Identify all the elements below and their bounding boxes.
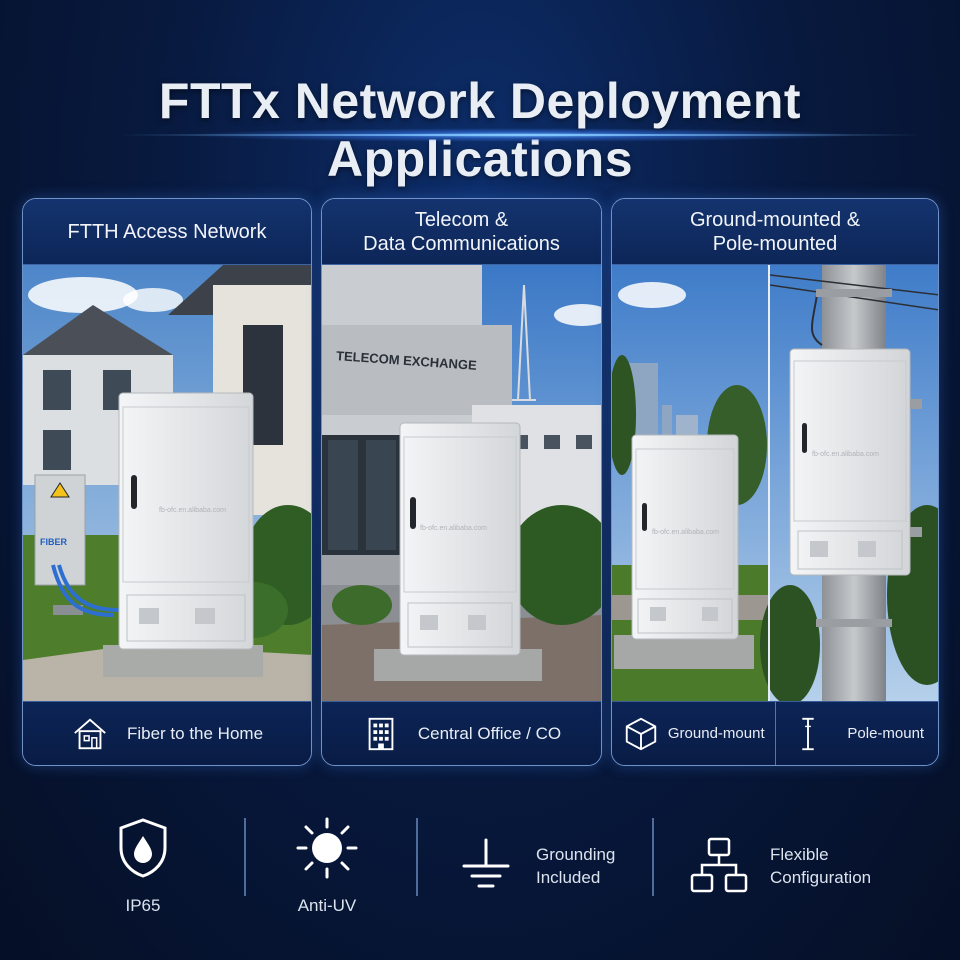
- panel-telecom: Telecom & Data Communications: [321, 198, 602, 766]
- feature-label: IP65: [125, 896, 161, 915]
- pole-icon: [802, 717, 815, 750]
- panel-footer: Ground-mount Pole-mount: [612, 701, 938, 765]
- panel-heading: FTTH Access Network: [23, 199, 311, 265]
- watermark: fb-ofc.en.alibaba.com: [420, 525, 487, 532]
- feature-divider: [416, 818, 418, 896]
- watermark: fb-ofc.en.alibaba.com: [159, 507, 226, 514]
- house-icon: [74, 717, 106, 749]
- title-underline: [120, 134, 920, 136]
- panel-heading: Ground-mounted & Pole-mounted: [612, 199, 938, 265]
- footer-ground-mount: Ground-mount: [612, 702, 775, 765]
- panel-mounting: Ground-mounted & Pole-mounted: [611, 198, 939, 766]
- feature-flexible-config: Flexible Configuration: [688, 816, 888, 916]
- footer-label: Fiber to the Home: [126, 723, 264, 743]
- footer-pole-mount: Pole-mount: [776, 702, 939, 765]
- panel-ftth: FTTH Access Network: [22, 198, 312, 766]
- feature-divider: [652, 818, 654, 896]
- network-blocks-icon: [690, 837, 748, 893]
- watermark-ground: fb-ofc.en.alibaba.com: [652, 529, 719, 536]
- feature-divider: [244, 818, 246, 896]
- building-icon: [368, 717, 394, 750]
- cube-icon: [625, 717, 657, 750]
- feature-grounding: Grounding Included: [460, 816, 640, 916]
- feature-label: Anti-UV: [297, 896, 357, 915]
- panel-footer: Fiber to the Home: [23, 701, 311, 765]
- footer-label-pole: Pole-mount: [847, 725, 925, 742]
- feature-anti-uv: Anti-UV: [287, 816, 367, 916]
- water-shield-icon: [119, 818, 167, 878]
- ftth-scene-image: FIBER fb-ofc.en.alibaba.com: [23, 265, 311, 701]
- sun-icon: [296, 817, 358, 879]
- sign-fiber: FIBER: [40, 537, 67, 547]
- footer-label-ground: Ground-mount: [667, 725, 765, 742]
- watermark-pole: fb-ofc.en.alibaba.com: [812, 451, 879, 458]
- footer-divider: [774, 702, 776, 765]
- mounting-scene-image: fb-ofc.en.alibaba.com fb-ofc.en.alibaba.…: [612, 265, 938, 701]
- panel-footer: Central Office / CO: [322, 701, 601, 765]
- ground-icon: [462, 838, 510, 888]
- feature-label: Grounding Included: [536, 845, 616, 887]
- feature-ip65: IP65: [108, 816, 178, 916]
- feature-label: Flexible Configuration: [770, 845, 872, 887]
- telecom-scene-image: TELECOM EXCHANGE fb-ofc.en.alibaba.com: [322, 265, 601, 701]
- footer-label: Central Office / CO: [417, 723, 562, 743]
- panel-heading: Telecom & Data Communications: [322, 199, 601, 265]
